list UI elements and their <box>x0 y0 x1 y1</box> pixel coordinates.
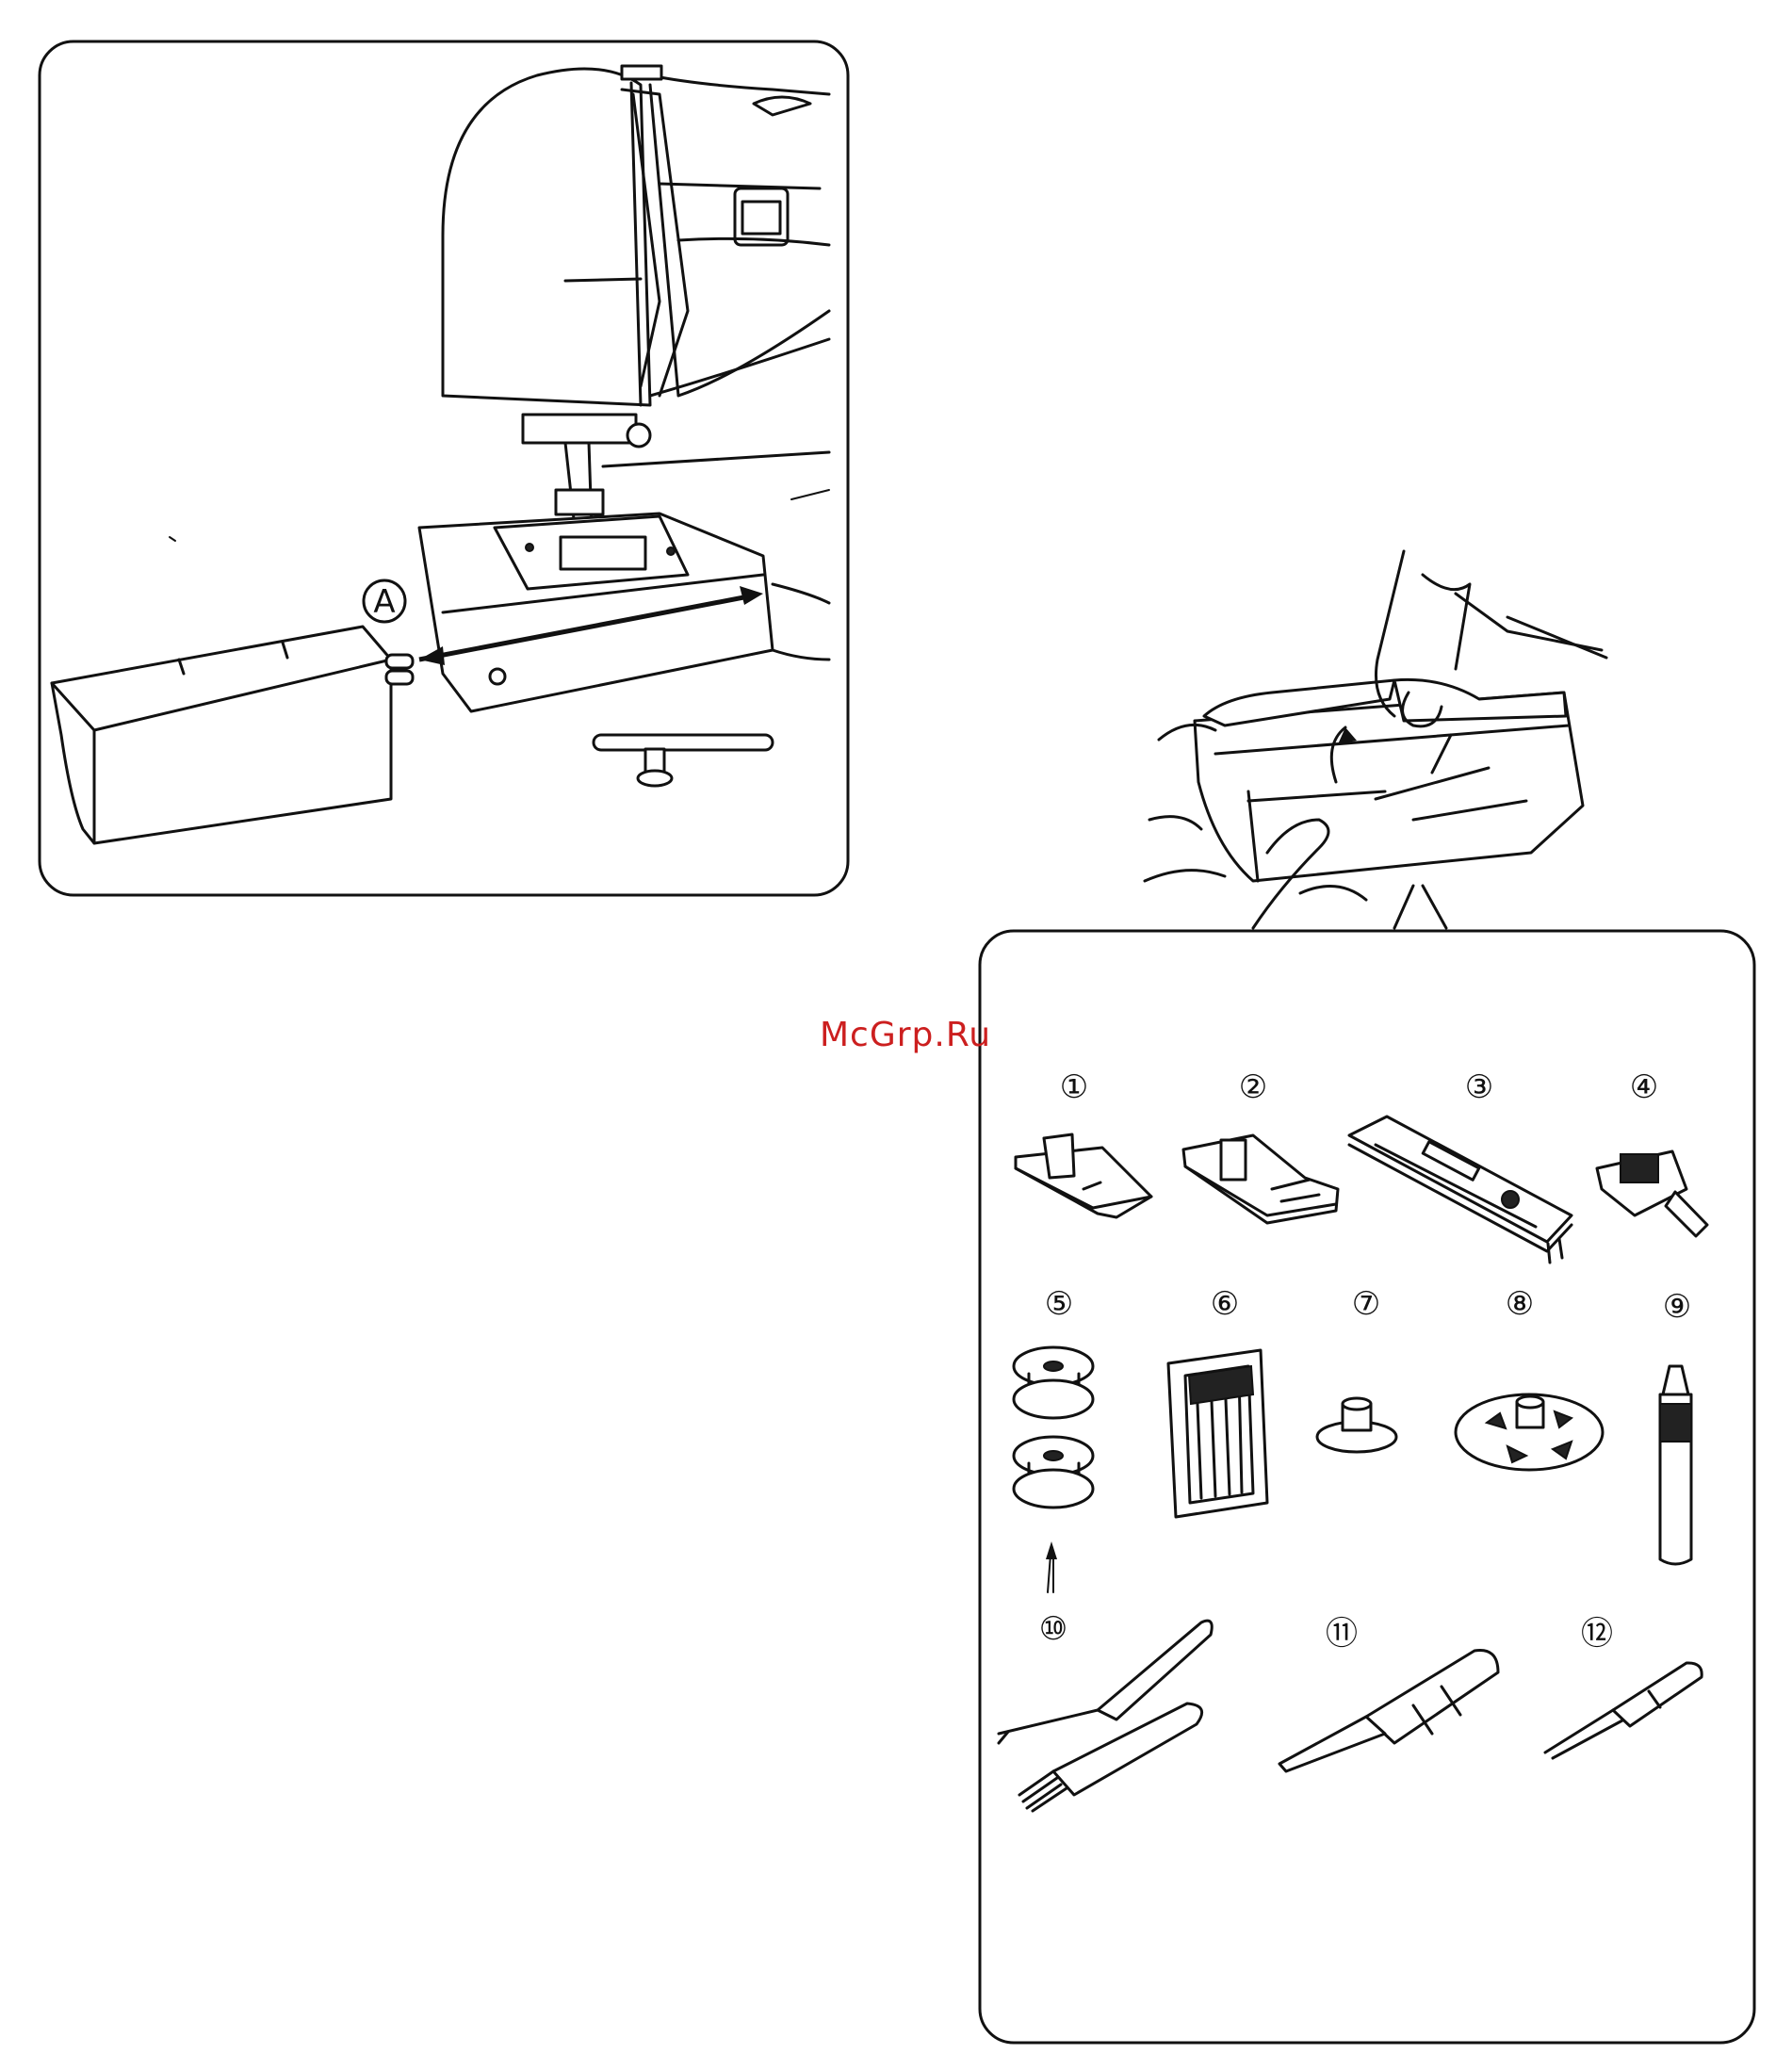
item-9-oiler <box>1660 1366 1691 1564</box>
item-4-zipper-foot <box>1597 1151 1707 1236</box>
item-11-screwdriver-large <box>1279 1650 1498 1771</box>
item-3-buttonhole-foot <box>1349 1117 1572 1263</box>
accessory-box-illustration <box>1145 551 1606 928</box>
item-8-spool-cap-large <box>1456 1394 1603 1470</box>
item-12-screwdriver-small <box>1545 1663 1702 1758</box>
item-8-number: ⑧ <box>1506 1285 1534 1323</box>
item-2-number: ② <box>1239 1068 1267 1106</box>
machine-panel: A <box>40 41 848 895</box>
item-6-needle-pack <box>1168 1350 1267 1517</box>
item-10-seam-ripper-brush <box>999 1621 1212 1811</box>
item-10-number: ⑩ <box>1039 1610 1067 1648</box>
callout-a: A <box>364 580 405 622</box>
sewing-machine-illustration <box>52 66 829 843</box>
item-7-spool-cap <box>1317 1398 1396 1452</box>
accessories-panel: ① ② ③ ④ ⑤ ⑥ ⑦ ⑧ ⑨ ⑩ ⑪ ⑫ <box>980 931 1754 2043</box>
item-2-presser-foot <box>1183 1135 1338 1223</box>
item-6-number: ⑥ <box>1211 1285 1239 1323</box>
item-7-number: ⑦ <box>1352 1285 1380 1323</box>
item-11-number: ⑪ <box>1326 1615 1358 1653</box>
item-4-number: ④ <box>1630 1068 1658 1106</box>
callout-a-label: A <box>373 583 395 621</box>
item-12-number: ⑫ <box>1581 1615 1613 1653</box>
item-5-number: ⑤ <box>1045 1285 1073 1323</box>
item-1-number: ① <box>1060 1068 1088 1106</box>
watermark: McGrp.Ru <box>820 1016 991 1054</box>
item-1-presser-foot <box>1016 1134 1151 1217</box>
item-3-number: ③ <box>1465 1068 1493 1106</box>
item-9-number: ⑨ <box>1663 1288 1691 1326</box>
item-5-bobbins <box>1014 1347 1093 1592</box>
